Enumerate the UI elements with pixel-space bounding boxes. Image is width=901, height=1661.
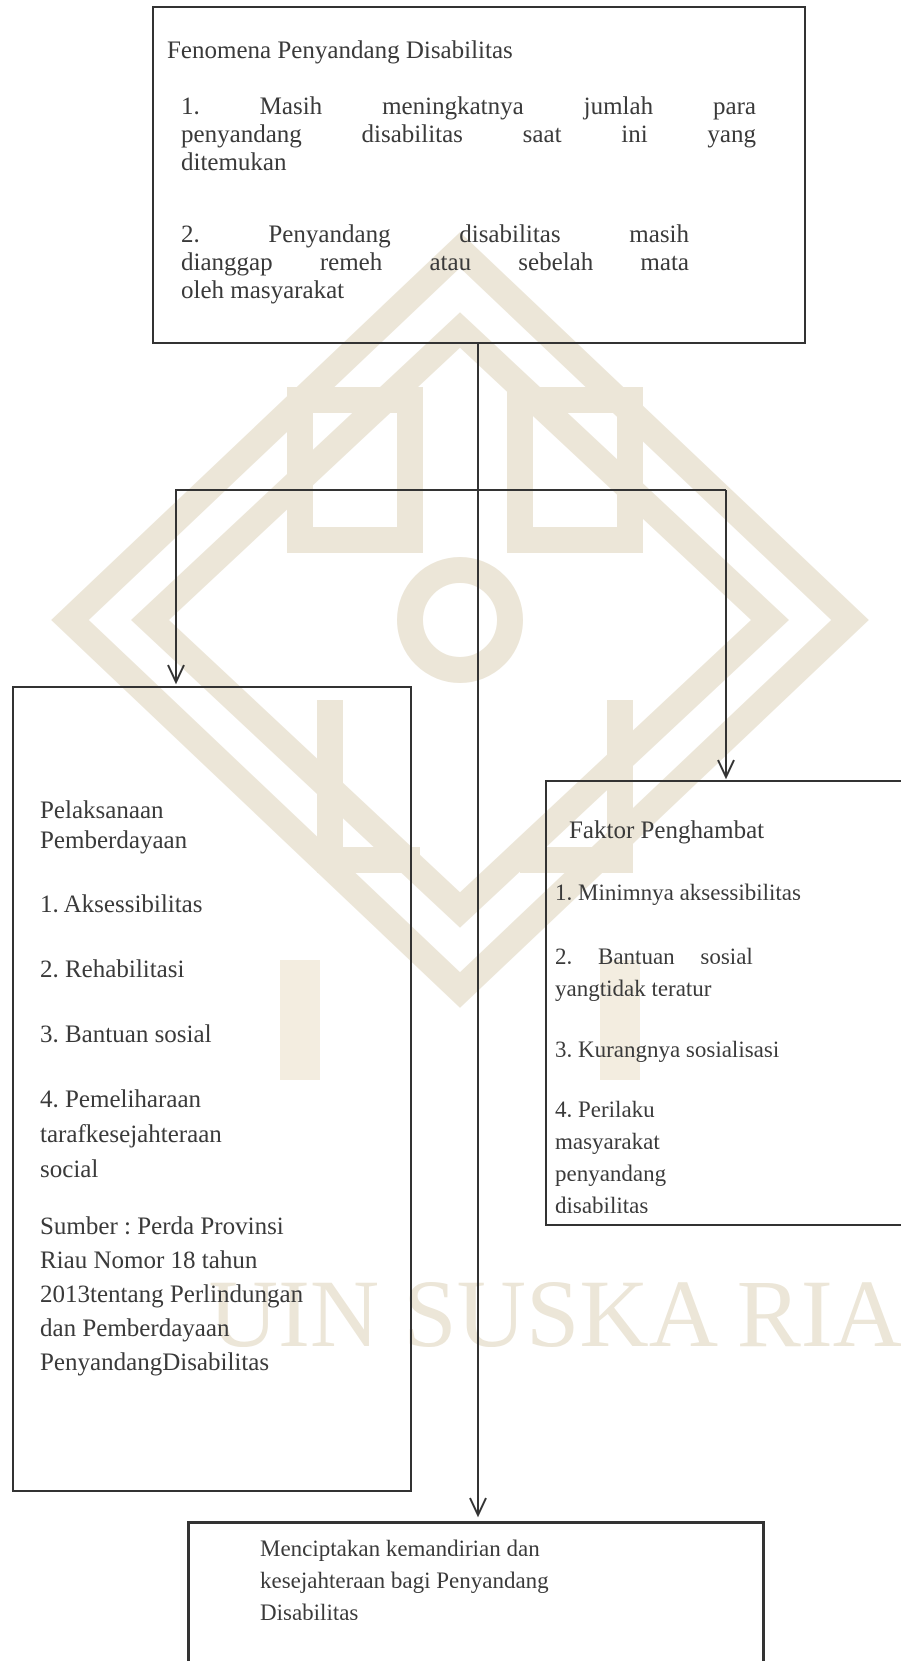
phenomenon-item-2-line-1: 2. Penyandang disabilitas masih bbox=[181, 221, 689, 248]
implementation-item-3: 3. Bantuan sosial bbox=[40, 1021, 212, 1048]
obstacles-item-2-line-1: 2. Bantuan sosial bbox=[555, 944, 753, 969]
implementation-title-line-1: Pelaksanaan bbox=[40, 797, 164, 824]
implementation-item-1: 1. Aksessibilitas bbox=[40, 891, 203, 918]
implementation-title-line-2: Pemberdayaan bbox=[40, 827, 188, 854]
phenomenon-item-1-line-3: ditemukan bbox=[181, 149, 287, 176]
obstacles-item-4-line-4: disabilitas bbox=[555, 1193, 649, 1218]
obstacles-box: Faktor Penghambat 1. Minimnya aksessibil… bbox=[545, 780, 901, 1226]
source-line-4: dan Pemberdayaan bbox=[40, 1315, 230, 1342]
obstacles-title: Faktor Penghambat bbox=[569, 817, 765, 844]
obstacles-item-4-line-1: 4. Perilaku bbox=[555, 1097, 655, 1122]
arrowhead-left bbox=[167, 664, 185, 685]
obstacles-item-3: 3. Kurangnya sosialisasi bbox=[555, 1037, 780, 1062]
arrowhead-bottom bbox=[469, 1497, 487, 1518]
phenomenon-item-1-line-1: 1. Masih meningkatnya jumlah para bbox=[181, 93, 756, 120]
source-line-2: Riau Nomor 18 tahun bbox=[40, 1247, 258, 1274]
arrowhead-right bbox=[717, 759, 735, 780]
watermark-text: UIN SUSKA RIAU bbox=[209, 1260, 901, 1367]
obstacles-item-1: 1. Minimnya aksessibilitas bbox=[555, 880, 801, 905]
source-line-1: Sumber : Perda Provinsi bbox=[40, 1213, 284, 1240]
outcome-line-3: Disabilitas bbox=[260, 1600, 359, 1625]
source-line-3: 2013tentang Perlindungan bbox=[40, 1281, 304, 1308]
outcome-box: Menciptakan kemandirian dan kesejahteraa… bbox=[187, 1521, 765, 1661]
outcome-line-2: kesejahteraan bagi Penyandang bbox=[260, 1568, 549, 1593]
phenomenon-item-2-line-3: oleh masyarakat bbox=[181, 277, 345, 304]
source-line-5: PenyandangDisabilitas bbox=[40, 1349, 270, 1376]
implementation-item-4-line-1: 4. Pemeliharaan bbox=[40, 1086, 202, 1113]
phenomenon-box: Fenomena Penyandang Disabilitas 1. Masih… bbox=[152, 6, 806, 344]
obstacles-item-2-line-2: yangtidak teratur bbox=[555, 976, 712, 1001]
obstacles-item-4-line-3: penyandang bbox=[555, 1161, 667, 1186]
implementation-item-4-line-2: tarafkesejahteraan bbox=[40, 1121, 222, 1148]
implementation-item-4-line-3: social bbox=[40, 1156, 99, 1183]
implementation-box: Pelaksanaan Pemberdayaan 1. Aksessibilit… bbox=[12, 686, 412, 1492]
implementation-item-2: 2. Rehabilitasi bbox=[40, 956, 185, 983]
outcome-line-1: Menciptakan kemandirian dan bbox=[260, 1536, 540, 1561]
phenomenon-item-1-line-2: penyandang disabilitas saat ini yang bbox=[181, 121, 756, 148]
phenomenon-item-2-line-2: dianggap remeh atau sebelah mata bbox=[181, 249, 689, 276]
phenomenon-title: Fenomena Penyandang Disabilitas bbox=[167, 37, 513, 64]
obstacles-item-4-line-2: masyarakat bbox=[555, 1129, 660, 1154]
